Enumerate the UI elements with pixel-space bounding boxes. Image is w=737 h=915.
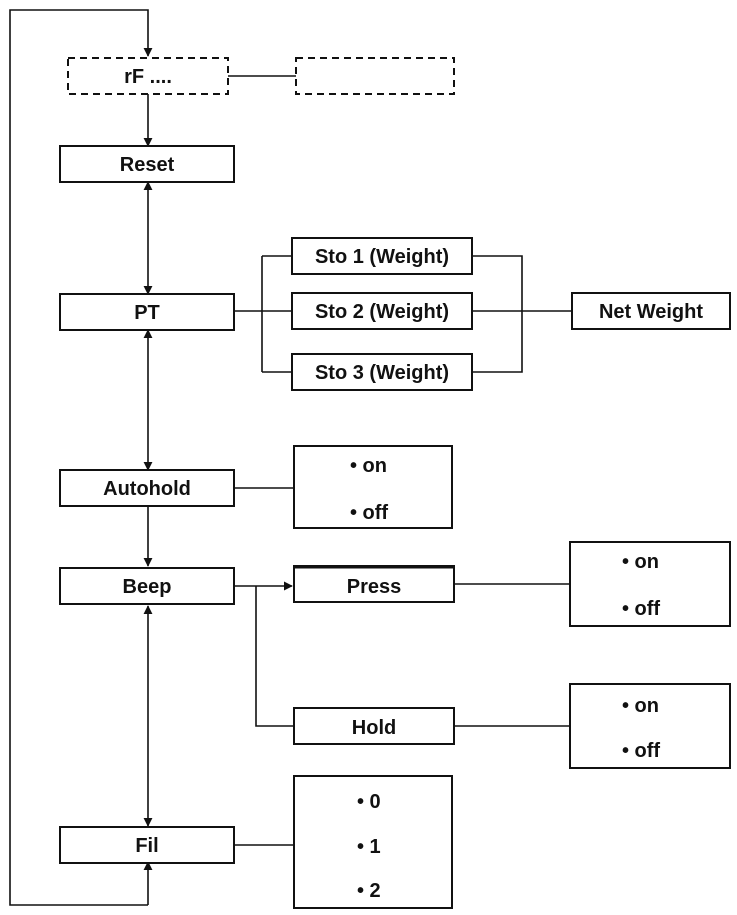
beep-label: Beep [123,576,172,598]
autohold-option-off: • off [350,502,388,524]
hold-label: Hold [352,717,396,739]
return-loop-connector [9,9,153,906]
sto1-node: Sto 1 (Weight) [291,237,473,275]
net-weight-label: Net Weight [599,301,703,323]
fil-label: Fil [135,835,158,857]
fil-option-1: • 1 [357,836,381,858]
sto2-label: Sto 2 (Weight) [315,301,449,323]
press-node: Press [293,565,455,603]
autohold-label: Autohold [103,478,191,500]
hold-node: Hold [293,707,455,745]
sto1-label: Sto 1 (Weight) [315,246,449,268]
pt-store-bracket [234,255,292,373]
autohold-option-on: • on [350,455,387,477]
autohold-node: Autohold [59,469,235,507]
hold-option-off: • off [622,740,660,762]
beep-hold-connector [255,586,294,727]
press-option-off: • off [622,598,660,620]
autohold-options-box: • on • off [293,445,453,529]
rf-value-node [295,57,455,95]
press-label: Press [347,576,402,598]
fil-option-2: • 2 [357,880,381,902]
net-weight-node: Net Weight [571,292,731,330]
fil-option-0: • 0 [357,791,381,813]
rf-label: rF .... [124,66,172,88]
press-option-on: • on [622,551,659,573]
sto3-node: Sto 3 (Weight) [291,353,473,391]
hold-options-box: • on • off [569,683,731,769]
pt-node: PT [59,293,235,331]
fil-options-box: • 0 • 1 • 2 [293,775,453,909]
store-net-bracket [472,255,572,373]
rf-node: rF .... [67,57,229,95]
sto3-label: Sto 3 (Weight) [315,362,449,384]
pt-label: PT [134,302,160,324]
beep-node: Beep [59,567,235,605]
hold-option-on: • on [622,695,659,717]
sto2-node: Sto 2 (Weight) [291,292,473,330]
reset-node: Reset [59,145,235,183]
press-options-box: • on • off [569,541,731,627]
reset-label: Reset [120,154,175,176]
fil-node: Fil [59,826,235,864]
